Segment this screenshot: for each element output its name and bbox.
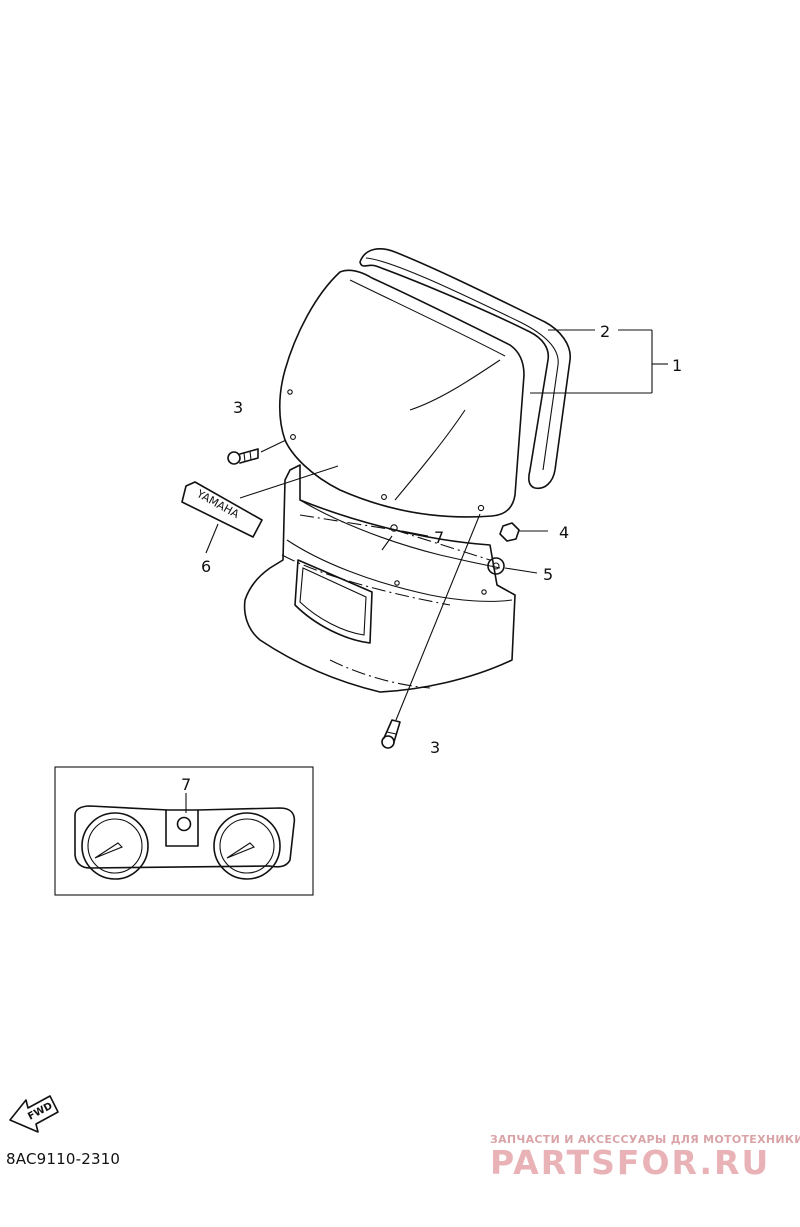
leader-line-7-upper: [401, 530, 429, 537]
leader-line-7-upper-b: [381, 535, 393, 551]
screw-lower-part: [381, 513, 481, 749]
callout-1: 1: [672, 356, 682, 375]
callout-3-lower: 3: [430, 738, 440, 757]
part-code-label: 8AC9110-2310: [6, 1150, 121, 1168]
callout-7-upper: 7: [434, 528, 444, 547]
watermark-tagline: ЗАПЧАСТИ И АКСЕССУАРЫ ДЛЯ МОТОТЕХНИКИ: [490, 1133, 800, 1146]
callout-2: 2: [600, 322, 610, 341]
grommet-part: [487, 557, 538, 575]
forward-direction-arrow: FWD: [9, 1095, 59, 1133]
watermark-logo: PARTSFOR.RU: [490, 1143, 771, 1182]
detail-inset-box: [54, 766, 314, 896]
callout-5: 5: [543, 565, 553, 584]
windshield-seal-part: [359, 248, 571, 490]
callout-6: 6: [201, 557, 211, 576]
yamaha-emblem-part: [181, 465, 339, 554]
lower-fairing-part: [243, 464, 516, 693]
callout-7-inset: 7: [181, 775, 191, 794]
windshield-screen-part: [279, 269, 525, 518]
callout-bracket-1-2: [530, 329, 668, 394]
screw-upper-part: [227, 439, 287, 465]
fwd-arrow-label: FWD: [26, 1101, 54, 1123]
nut-part: [499, 522, 548, 542]
callout-3-upper: 3: [233, 398, 243, 417]
callout-4: 4: [559, 523, 569, 542]
